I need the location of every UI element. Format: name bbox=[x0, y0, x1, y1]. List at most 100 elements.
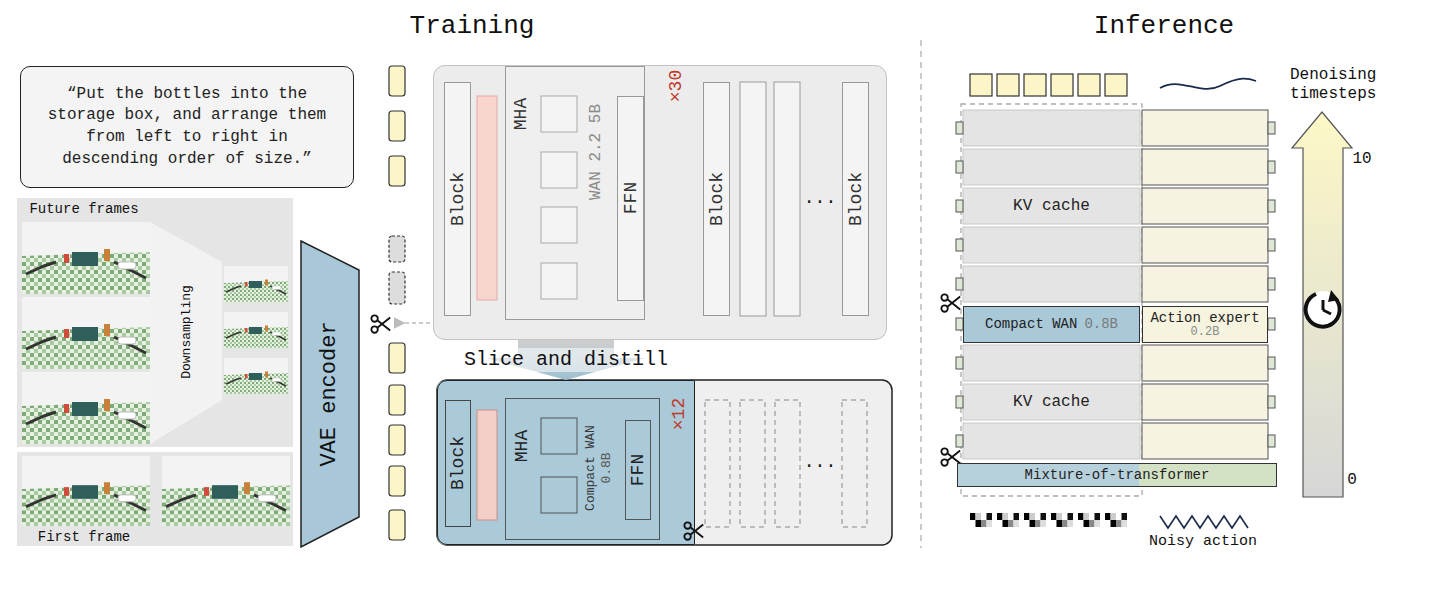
teacher-model-fill-part bbox=[774, 82, 800, 316]
node-text: KV cache bbox=[1013, 393, 1090, 411]
student-model-fill-part bbox=[541, 477, 577, 513]
inference-stack bbox=[941, 104, 1275, 496]
inference-stack-part bbox=[963, 149, 1140, 185]
inference-stack-part bbox=[963, 110, 1140, 146]
inference-stack-part bbox=[1268, 357, 1275, 369]
node-text: MHA bbox=[512, 430, 533, 462]
first-frame-panel-part bbox=[17, 452, 293, 546]
future-frames-panel-part bbox=[17, 198, 293, 447]
inference-stack-part bbox=[1268, 396, 1275, 408]
axis-tick: 0 bbox=[1347, 471, 1357, 490]
first-frame-panel-part bbox=[162, 456, 290, 526]
noisy-action-wave bbox=[1160, 516, 1248, 528]
node-text: MHA bbox=[511, 98, 532, 130]
future-frames-panel-part bbox=[224, 358, 288, 394]
student-model-fill-part bbox=[437, 380, 695, 545]
node-text: FFN bbox=[628, 454, 649, 486]
teacher-model-fill-part bbox=[477, 96, 497, 300]
first-frame-panel-part bbox=[22, 456, 150, 526]
token-column-part bbox=[389, 343, 405, 373]
inference-stack-part bbox=[956, 122, 963, 134]
action-curve bbox=[1160, 79, 1256, 89]
clock-icon-part bbox=[1328, 290, 1339, 302]
input-caption: Noisy action bbox=[1149, 533, 1257, 551]
ffn-box: FFN bbox=[625, 420, 651, 520]
inference-stack-part bbox=[956, 435, 963, 447]
teacher-model-fill-part bbox=[740, 82, 766, 316]
slice-pointer-part bbox=[371, 315, 390, 332]
student-model-fill-part bbox=[437, 380, 892, 545]
inference-stack-part bbox=[1268, 435, 1275, 447]
node-text: Block bbox=[845, 172, 866, 226]
inference-stack-part bbox=[1142, 227, 1268, 263]
ffn-box: FFN bbox=[617, 96, 644, 301]
teacher-model-fill-part bbox=[703, 82, 730, 316]
teacher-model-fill-part bbox=[541, 96, 577, 132]
teacher-model-fill-part bbox=[505, 66, 645, 320]
compact-wan-layer: MHACompact WAN0.8BFFN bbox=[505, 398, 660, 540]
inference-tokens-part bbox=[997, 74, 1019, 96]
teacher-model-fill-part bbox=[541, 207, 577, 243]
inference-stack-part bbox=[1142, 188, 1268, 224]
ellipsis: ... bbox=[804, 452, 836, 474]
inference-tokens-part bbox=[1024, 74, 1046, 96]
encoder-trapezoid: VAE encoder bbox=[300, 240, 360, 548]
inference-stack-part bbox=[941, 294, 960, 311]
inference-stack-part bbox=[1142, 149, 1268, 185]
teacher-model-fill-part bbox=[433, 65, 887, 340]
compact-wan-row: Compact WAN 0.8B bbox=[963, 306, 1140, 343]
noisy-action-tokens-part bbox=[1024, 513, 1046, 527]
prompt-box: “Put the bottles into the storage box, a… bbox=[20, 66, 354, 188]
slice-pointer bbox=[371, 315, 430, 332]
token-column-part bbox=[389, 272, 405, 304]
clock-icon-part bbox=[1322, 300, 1325, 310]
token-column-part bbox=[389, 385, 405, 415]
future-frames-panel bbox=[17, 198, 293, 447]
process-label: Downsampling bbox=[179, 285, 195, 379]
section-title: Training bbox=[410, 11, 535, 42]
inference-stack-part bbox=[956, 278, 963, 290]
token-column-part bbox=[389, 510, 405, 540]
noisy-action-tokens-part bbox=[970, 513, 992, 527]
student-model-fill-part bbox=[684, 522, 703, 539]
block-box: Block bbox=[444, 82, 471, 316]
node-text: WAN 2.2 5B bbox=[587, 104, 605, 200]
inference-stack-part bbox=[1268, 200, 1275, 212]
student-model-fill-part bbox=[477, 410, 497, 520]
clock-icon bbox=[1304, 290, 1342, 329]
token-column bbox=[389, 66, 405, 540]
teacher-model-fill bbox=[433, 65, 887, 340]
student-panel: ×12BlockMHACompact WAN0.8BFFN bbox=[437, 380, 695, 545]
node-text: Block bbox=[448, 436, 469, 490]
kv-cache-block: KV cache bbox=[963, 345, 1140, 459]
block-box: Block bbox=[842, 82, 869, 316]
node-text: Action expert bbox=[1150, 311, 1259, 326]
inference-stack-part bbox=[1268, 278, 1275, 290]
inference-stack-part bbox=[956, 396, 963, 408]
node-text: Mixture-of-transformer bbox=[1025, 467, 1210, 483]
panel-caption: First frame bbox=[38, 529, 130, 546]
section-title: Inference bbox=[1094, 11, 1234, 42]
inference-stack-part bbox=[1142, 266, 1268, 302]
panel-caption: Future frames bbox=[29, 201, 138, 218]
future-frames-panel-part bbox=[22, 222, 150, 294]
inference-stack-part bbox=[963, 110, 1140, 459]
inference-stack-part bbox=[961, 104, 1142, 496]
section-divider bbox=[920, 40, 922, 548]
inference-stack-part bbox=[1268, 161, 1275, 173]
teacher-model-fill-part bbox=[541, 152, 577, 188]
ellipsis: ... bbox=[804, 188, 836, 210]
inference-stack-part bbox=[1142, 110, 1268, 146]
inference-stack-part bbox=[956, 357, 963, 369]
inference-stack-part bbox=[963, 227, 1140, 263]
node-text: 0.8B bbox=[1084, 316, 1118, 332]
student-model-fill bbox=[437, 380, 892, 545]
node-text: Compact WAN bbox=[985, 316, 1077, 332]
node-text: “Put the bottles into the storage box, a… bbox=[37, 84, 337, 170]
future-frames-panel-part bbox=[224, 266, 288, 302]
noisy-action-tokens-part bbox=[997, 513, 1019, 527]
inference-tokens-part bbox=[970, 74, 992, 96]
node-text: 0.2B bbox=[1191, 326, 1220, 339]
slice-pointer-part bbox=[404, 322, 430, 324]
timestep-arrow bbox=[1292, 112, 1352, 497]
